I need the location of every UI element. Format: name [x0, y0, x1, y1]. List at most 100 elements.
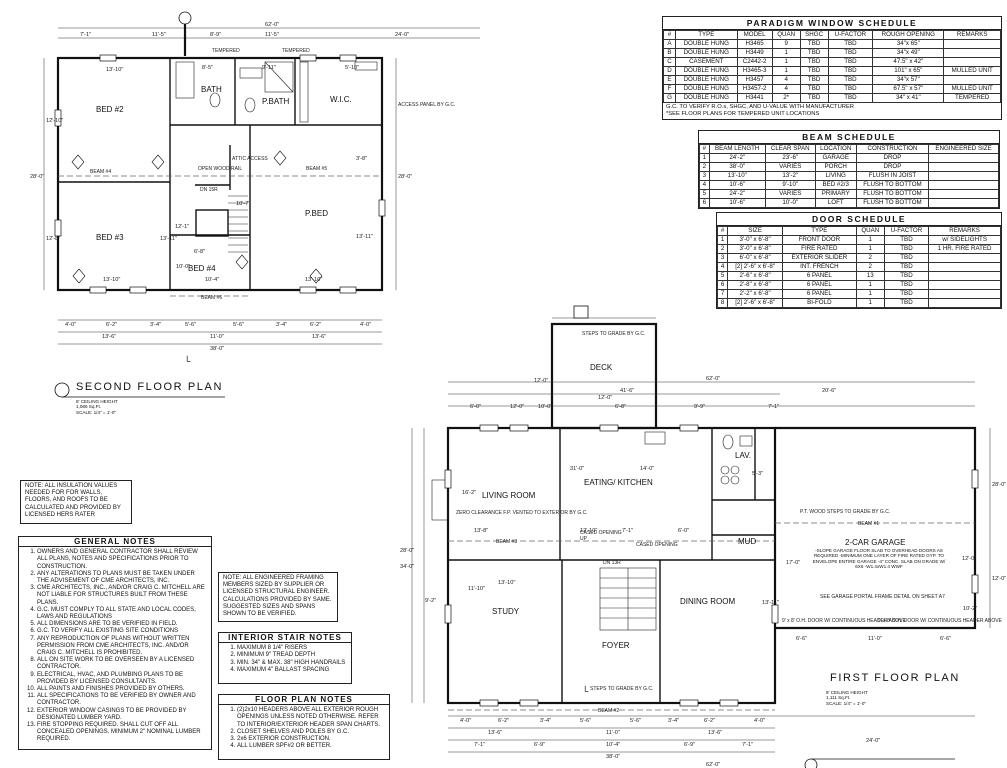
label-portal-note: SEE GARAGE PORTAL FRAME DETAIL ON SHEET … [820, 594, 945, 600]
column-header: # [699, 144, 710, 154]
table-cell: DROP [855, 153, 930, 163]
dim: 10'-7" [236, 201, 250, 207]
room-lav: LAV. [735, 451, 751, 460]
table-cell: 6 PANEL [781, 289, 857, 299]
dim: 12'-8" [46, 236, 60, 242]
dim: 38'-0" [210, 346, 224, 352]
dim: 11'-0" [210, 334, 224, 340]
table-cell: FLUSH TO BOTTOM [855, 189, 930, 199]
label-beam: BEAM #1 [858, 521, 879, 527]
note-item: MAXIMUM 4" BALLAST SPACING [237, 667, 347, 674]
room-wic: W.I.C. [330, 95, 352, 104]
table-cell [928, 180, 999, 190]
room-dining: DINING ROOM [680, 597, 735, 606]
general-notes: GENERAL NOTES OWNERS AND GENERAL CONTRAC… [18, 536, 212, 750]
dim: 6'-6" [796, 636, 807, 642]
table-cell: TBD [799, 75, 829, 85]
table-cell [928, 271, 1001, 281]
table-cell: MULLED UNIT [943, 66, 1001, 76]
table-cell: 2 [699, 162, 710, 172]
column-header: ROUGH OPENING [872, 30, 945, 40]
column-header: U-FACTOR [827, 30, 874, 40]
table-cell: 2 [855, 253, 885, 263]
table-cell: INT. FRENCH [781, 262, 857, 272]
table-cell: 2* [771, 93, 801, 103]
dim: 17'-0" [786, 560, 800, 566]
label-pt-steps: P.T. WOOD STEPS TO GRADE BY G.C. [800, 509, 890, 515]
subtitle-line: 1,086 Sq.Ft. [76, 404, 102, 410]
table-cell: TBD [827, 84, 874, 94]
table-cell: DOUBLE HUNG [675, 84, 738, 94]
table-cell: F [663, 84, 676, 94]
dim: 13'-8" [474, 528, 488, 534]
window-schedule-footnotes: G.C. TO VERIFY R.O.s, SHGC, AND U-VALUE … [663, 103, 1001, 119]
floor-plan-notes: FLOOR PLAN NOTES (2)2x10 HEADERS ABOVE A… [218, 694, 390, 760]
dim: 13'-10" [106, 67, 123, 73]
table-cell: TEMPERED [943, 93, 1001, 103]
table-cell: 3'-0" x 6'-8" [727, 235, 783, 245]
dim: 41'-6" [620, 388, 634, 394]
column-header: REMARKS [928, 226, 1001, 236]
table-cell: B [663, 48, 676, 58]
dim: 4'-0" [754, 718, 765, 724]
table-cell: A [663, 39, 676, 49]
stair-1f [599, 567, 657, 631]
label-cased-opening: CASED OPENING [636, 542, 678, 548]
label-cased-opening: CASED OPENING [580, 530, 622, 536]
dim: 6'-2" [704, 718, 715, 724]
dim: 24'-0" [866, 738, 880, 744]
table-cell: VARIES [764, 162, 816, 172]
svg-text:└: └ [582, 685, 589, 696]
table-cell: 4 [699, 180, 710, 190]
table-cell: 13'-2" [764, 171, 816, 181]
dim: 6'-0" [678, 528, 689, 534]
dim: 31'-0" [570, 466, 584, 472]
first-floor-title: FIRST FLOOR PLAN [830, 672, 960, 684]
dim: 6'-8" [615, 404, 626, 410]
svg-text:└: └ [184, 355, 191, 366]
table-cell: 67.5" x 57" [872, 84, 945, 94]
table-cell: FLUSH IN JOIST [855, 171, 930, 181]
table-cell: MULLED UNIT [943, 84, 1001, 94]
dim: 28'-0" [400, 548, 414, 554]
note-item: ALL LUMBER SPF#2 OR BETTER. [237, 743, 385, 750]
dim: 11'-0" [606, 730, 620, 736]
window-tags-2f [71, 150, 323, 284]
table-cell: DOUBLE HUNG [675, 48, 738, 58]
table-cell: 1 [716, 235, 729, 245]
room-mud: MUD [738, 537, 756, 546]
label-garage-door: 9' x 8' O.H. DOOR W/ CONTINUOUS HEADER A… [878, 618, 1003, 624]
table-cell: 9'-10" [764, 180, 816, 190]
table-cell: TBD [883, 271, 930, 281]
column-header: U-FACTOR [883, 226, 930, 236]
stair-notes-title: INTERIOR STAIR NOTES [219, 633, 351, 644]
dim: 3'-4" [276, 322, 287, 328]
dim: 13'-6" [488, 730, 502, 736]
dim: 11'-0" [868, 636, 882, 642]
floor-plan-notes-list: (2)2x10 HEADERS ABOVE ALL EXTERIOR ROUGH… [223, 707, 385, 750]
table-cell [928, 189, 999, 199]
table-cell: 1 [855, 235, 885, 245]
label-beam: BEAM #3 [496, 539, 517, 545]
table-cell: TBD [827, 39, 874, 49]
table-cell [928, 162, 999, 172]
table-cell: 1 [855, 298, 885, 308]
table-cell: TBD [799, 57, 829, 67]
note-item: MIN. 34" & MAX. 38" HIGH HANDRAILS [237, 660, 347, 667]
table-cell: 101" x 65" [872, 66, 945, 76]
column-header: QUAN [771, 30, 801, 40]
general-notes-title: GENERAL NOTES [19, 537, 211, 548]
